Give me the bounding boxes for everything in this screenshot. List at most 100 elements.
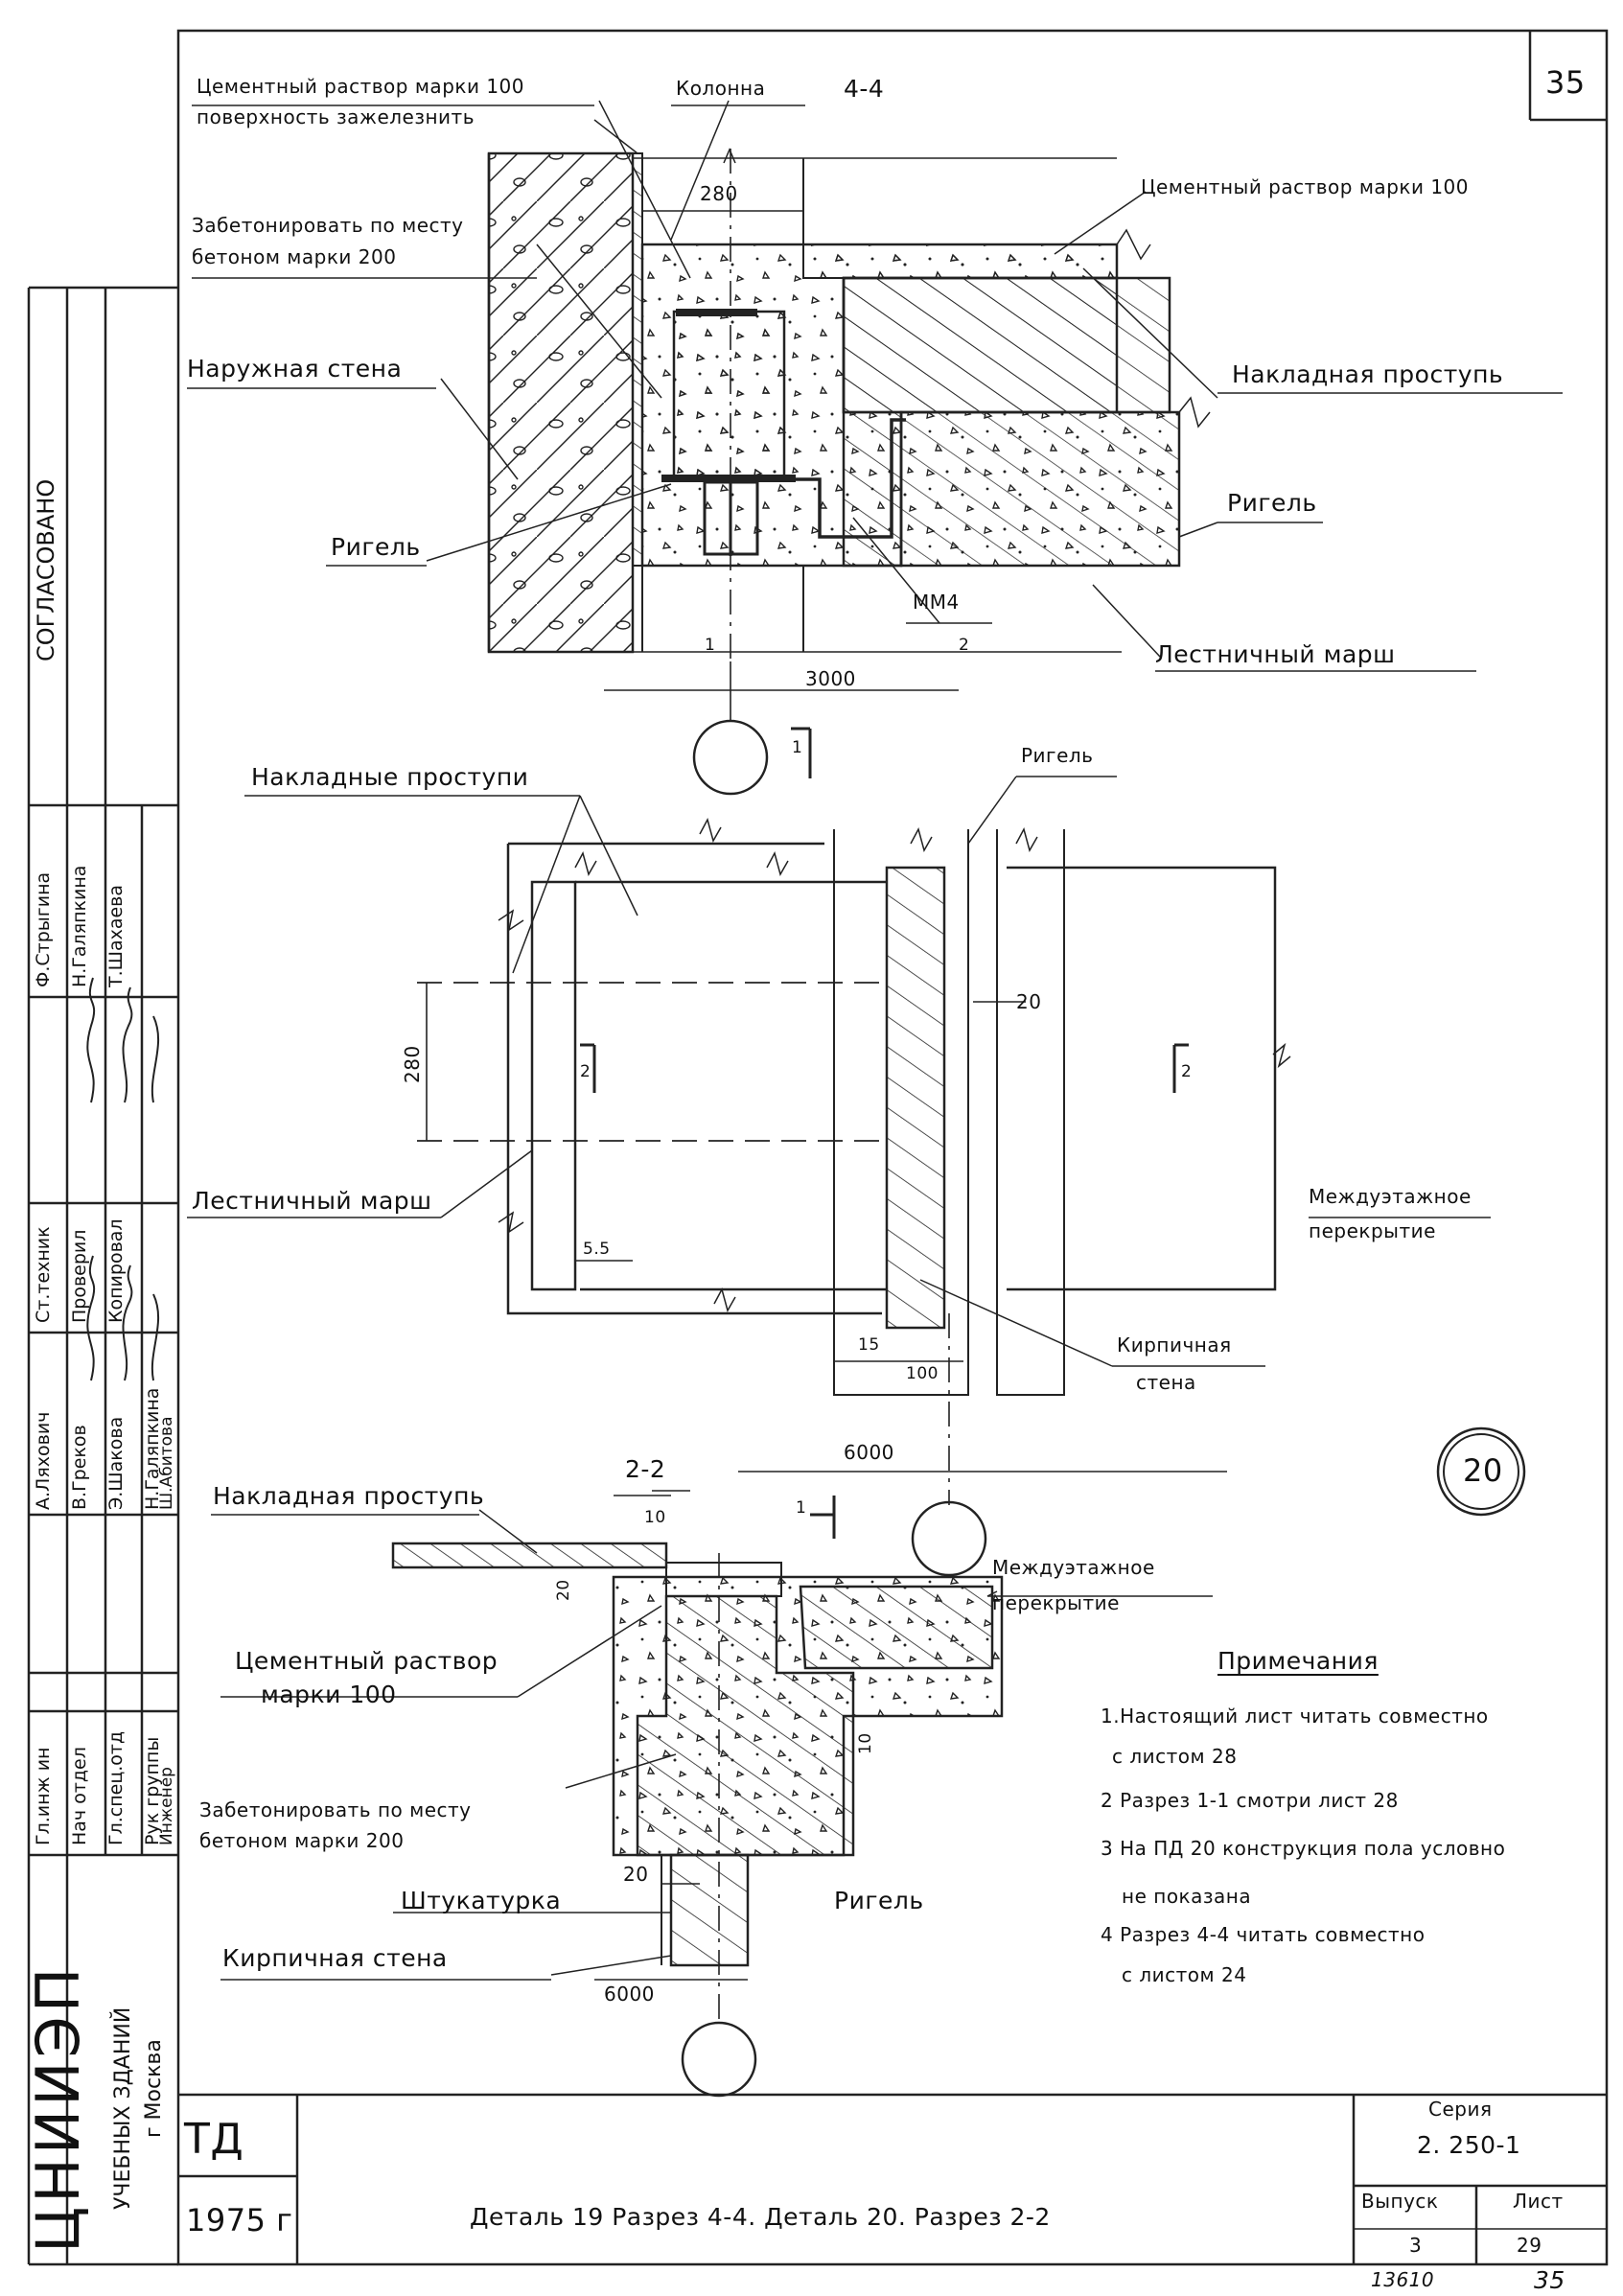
label-beam-20: Ригель [834,1887,924,1914]
axis-marker-19 [692,719,769,796]
label-mortar-20-a: Цементный раствор [235,1647,498,1675]
label-treads: Накладные проступи [251,763,529,791]
role-left-1: Нач отдел [69,1747,90,1845]
column [632,152,643,567]
label-floor-20-b: перекрытие [992,1591,1120,1614]
sheet-label: Лист [1513,2190,1564,2213]
name-left-1: В.Греков [69,1425,90,1510]
label-beam-19-left: Ригель [331,533,421,561]
label-flight-plan: Лестничный марш [192,1187,432,1215]
role-left-0: Гл.инж ин [33,1747,54,1845]
note-4b: с листом 24 [1122,1963,1247,1986]
label-tread-20: Накладная проступь [213,1482,485,1510]
label-concrete-20-a: Забетонировать по месту [199,1798,472,1821]
name-right-0: Ф.Стрыгина [33,871,54,987]
label-mortar-19-right: Цементный раствор марки 100 [1141,175,1469,198]
issue-value: 3 [1409,2234,1423,2257]
label-mm4: ММ4 [913,591,960,614]
role-right-1: Проверил [69,1229,90,1323]
dim-6000-20: 6000 [604,1983,655,2006]
dim-20-plan: 20 [1016,990,1042,1013]
role-right-2: Копировал [105,1218,127,1323]
sheet-title: Деталь 19 Разрез 4-4. Деталь 20. Разрез … [470,2203,1051,2231]
agreed-label: СОГЛАСОВАНО [33,478,59,661]
dim-6000-plan: 6000 [844,1441,894,1464]
note-2: 2 Разрез 1-1 смотри лист 28 [1101,1789,1399,1812]
dim-3000: 3000 [805,667,856,690]
series-value: 2. 250-1 [1417,2131,1521,2159]
label-mortar-20-b: марки 100 [261,1681,397,1708]
label-surface-19: поверхность зажелезнить [197,105,475,128]
label-mortar-19: Цементный раствор марки 100 [197,75,524,98]
label-concrete-19-b: бетоном марки 200 [192,245,397,268]
label-brick-plan-a: Кирпичная [1117,1334,1232,1357]
label-plaster: Штукатурка [401,1887,562,1914]
dim-20-20a: 20 [554,1579,573,1601]
org-sub-1: УЧЕБНЫХ ЗДАНИЙ [111,2006,135,2210]
label-concrete-19-a: Забетонировать по месту [192,214,464,237]
detail-20-section [211,1426,1526,2098]
dim-280-19: 280 [700,182,738,205]
section-4-4: 4-4 [844,75,885,103]
label-brick-plan-b: стена [1136,1371,1196,1394]
dim-10-20b: 10 [856,1732,875,1754]
brick-wall-20 [669,1853,750,1967]
name-right-1: Н.Галяпкина [69,865,90,987]
axis-2-19: 2 [959,636,970,655]
outer-wall [487,151,635,654]
notes-title: Примечания [1217,1647,1379,1675]
cut-1-plan: 1 [792,738,803,757]
note-1b: с листом 28 [1112,1745,1238,1768]
axis-1-19: 1 [705,636,716,655]
note-3b: не показана [1122,1885,1252,1908]
section-2-2: 2-2 [625,1455,666,1483]
beam-core [672,310,786,481]
brick-wall-plan [885,866,946,1330]
note-1a: 1.Настоящий лист читать совместно [1101,1705,1489,1728]
dim-10-20a: 10 [644,1508,666,1527]
plan-view [187,776,1491,1505]
detail-19-section [187,100,1563,796]
label-concrete-20-b: бетоном марки 200 [199,1829,405,1852]
signatures [86,977,160,1381]
role-left-4: Инженер [157,1767,176,1845]
name-left-4: Ш.Абитова [157,1416,176,1510]
dim-20-20b: 20 [623,1863,649,1886]
label-floor-plan-a: Междуэтажное [1309,1185,1472,1208]
td-label: ТД [184,2115,244,2164]
label-floor-plan-b: перекрытие [1309,1219,1436,1242]
dim-280-plan: 280 [401,1045,424,1083]
year-label: 1975 г [186,2202,293,2238]
role-right-0: Ст.техник [33,1226,54,1323]
issue-label: Выпуск [1361,2190,1439,2213]
role-left-2: Гл.спец.отд [105,1730,127,1845]
org-name: ЦНИИЭП [23,1963,93,2253]
stamp-left: 13610 [1371,2268,1435,2291]
name-left-2: Э.Шакова [105,1416,127,1510]
dim-100: 100 [906,1364,939,1383]
label-column: Колонна [676,77,766,100]
cut-2-left: 2 [580,1062,591,1081]
note-4a: 4 Разрез 4-4 читать совместно [1101,1923,1426,1946]
page-number: 35 [1545,64,1586,101]
sheet-value: 29 [1517,2234,1542,2257]
label-brick-20: Кирпичная стена [222,1944,448,1972]
name-right-2: Т.Шахаева [105,884,127,987]
sheet-frame [27,29,1609,2266]
mm4-plate [796,418,906,539]
dim-15: 15 [858,1335,880,1355]
stamp-right: 35 [1534,2266,1565,2294]
org-sub-2: г Москва [142,2039,166,2138]
detail-number-20: 20 [1463,1452,1503,1489]
label-beam-plan: Ригель [1021,744,1094,767]
cut-1-20: 1 [796,1498,807,1518]
series-label: Серия [1428,2098,1493,2121]
label-floor-20-a: Междуэтажное [992,1556,1155,1579]
dim-55: 5.5 [583,1240,611,1259]
label-beam-19-right: Ригель [1227,489,1317,517]
cut-2-right: 2 [1181,1062,1193,1081]
label-stair-flight-19: Лестничный марш [1155,640,1396,668]
label-outer-wall: Наружная стена [187,355,403,383]
name-left-0: А.Ляхович [33,1411,54,1510]
